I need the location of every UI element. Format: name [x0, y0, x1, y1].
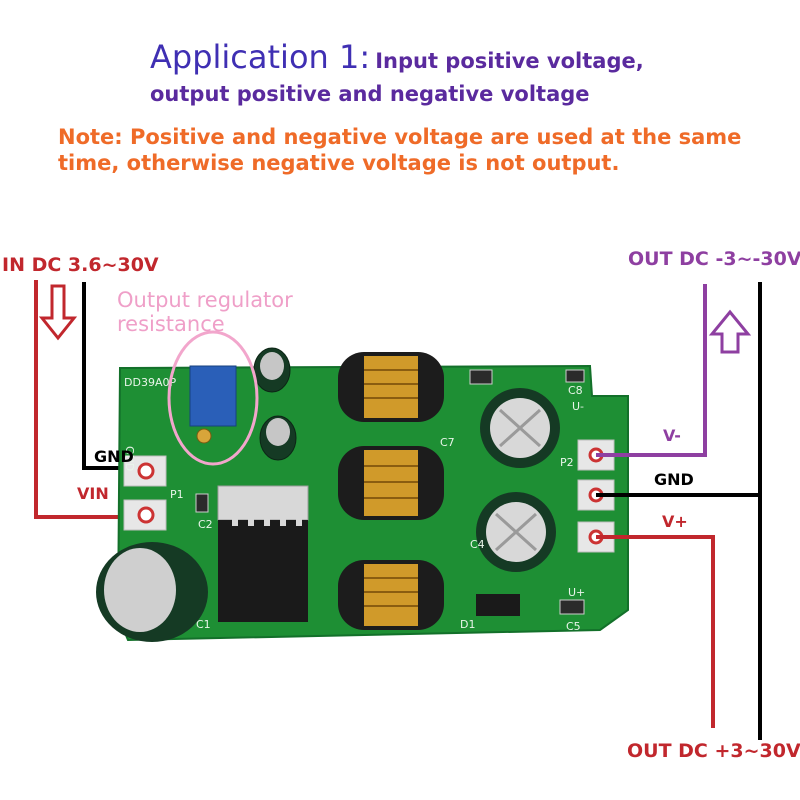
dc-converter-board: DD39A0P GND P1 P2 C2 C1 C4 C5 C7 C8 D1 U… — [96, 347, 629, 642]
silk-c5: C5 — [566, 620, 581, 633]
vin-label: VIN — [77, 484, 109, 503]
silk-d1: D1 — [460, 618, 475, 631]
v-plus-wire — [596, 535, 715, 728]
inductor-bottom — [338, 560, 444, 630]
v-minus-wire — [596, 284, 707, 457]
regulator-note: Output regulator resistance — [117, 288, 293, 336]
potentiometer — [189, 365, 237, 427]
silk-p2: P2 — [560, 456, 574, 469]
silk-p1: P1 — [170, 488, 184, 501]
silk-u-minus: U- — [572, 400, 584, 413]
silk-c8: C8 — [568, 384, 583, 397]
up-arrow-icon — [708, 309, 752, 354]
input-voltage-label: IN DC 3.6~30V — [2, 254, 159, 276]
title-main: Application 1: — [150, 38, 371, 76]
silk-c1: C1 — [196, 618, 211, 631]
regulator-highlight — [167, 330, 259, 466]
v-minus-label: V- — [663, 426, 681, 445]
usage-note: Note: Positive and negative voltage are … — [58, 125, 742, 175]
inductor-top — [338, 352, 444, 422]
regulator-note-line-1: Output regulator — [117, 288, 293, 312]
silk-gnd: GND — [123, 446, 136, 471]
board-model: DD39A0P — [124, 376, 176, 389]
v-plus-label: V+ — [662, 512, 688, 531]
down-arrow-icon — [38, 284, 78, 341]
gnd-label-right: GND — [654, 470, 694, 489]
title-block: Application 1: Input positive voltage, o… — [150, 36, 770, 106]
title-line-2: output positive and negative voltage — [150, 82, 590, 106]
regulator-ic — [217, 485, 309, 622]
capacitor-right-bottom — [476, 492, 556, 572]
silk-u-plus: U+ — [568, 586, 585, 599]
silk-c4: C4 — [470, 538, 485, 551]
silk-c7: C7 — [440, 436, 455, 449]
vin-wire — [34, 280, 146, 519]
regulator-note-line-2: resistance — [117, 312, 225, 336]
silk-c2: C2 — [198, 518, 213, 531]
positive-output-label: OUT DC +3~30V — [627, 740, 800, 762]
negative-output-label: OUT DC -3~-30V — [628, 248, 800, 270]
title-line-1: Application 1: Input positive voltage, — [150, 36, 770, 84]
gnd-label-left: GND — [94, 447, 134, 466]
inductor-middle — [338, 446, 444, 520]
capacitor-input — [96, 542, 208, 642]
title-rest: Input positive voltage, — [375, 49, 644, 73]
capacitor-right-top — [480, 388, 560, 468]
